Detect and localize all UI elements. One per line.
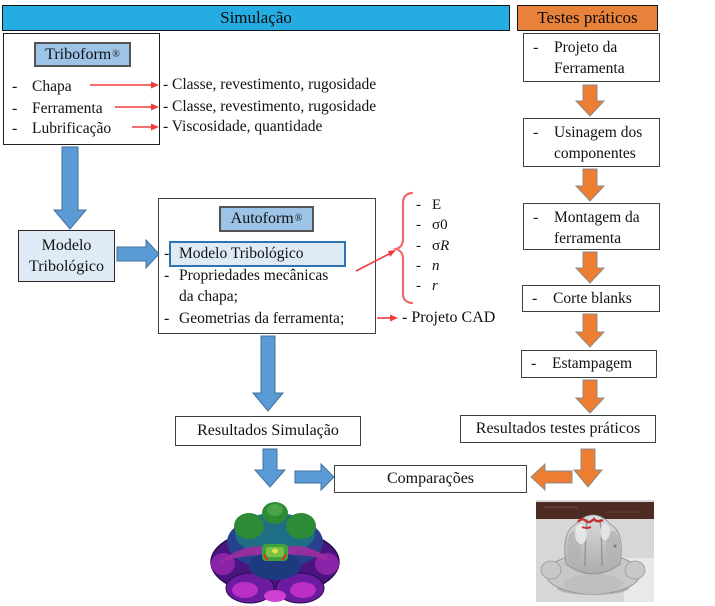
param-text: σ xyxy=(432,238,441,254)
triboform-title-box: Triboform® xyxy=(34,42,131,67)
step-line2: Ferramenta xyxy=(554,60,625,77)
step-line1: Estampagem xyxy=(552,355,633,372)
bullet-dash: - xyxy=(164,310,170,327)
step-usinagem-dos-componentes: - Usinagem dos componentes xyxy=(523,118,660,167)
bullet-dash: - xyxy=(533,39,539,56)
practical-tests-header-label: Testes práticos xyxy=(537,8,638,27)
bullet-dash: - xyxy=(533,209,539,226)
cad-note: - Projeto CAD xyxy=(402,309,496,326)
lubrificacao-detail: - Viscosidade, quantidade xyxy=(163,118,323,135)
bullet-dash: - xyxy=(416,258,421,274)
red-arrowhead-icon xyxy=(388,250,396,257)
step-line1: Projeto da xyxy=(554,39,618,56)
triboform-title: Triboform xyxy=(45,45,112,63)
practical-result-photo xyxy=(536,500,654,602)
autoform-box: Autoform® - Modelo Tribológico - Proprie… xyxy=(158,198,376,334)
registered-mark: ® xyxy=(112,48,120,60)
step-line2: ferramenta xyxy=(554,230,622,247)
bullet-dash: - xyxy=(164,267,170,284)
simulation-result-image xyxy=(210,502,340,604)
arrow-down-icon xyxy=(574,251,606,284)
step-corte-blanks: - Corte blanks xyxy=(522,285,660,312)
bullet-dash: - xyxy=(416,278,421,294)
bullet-dash: - xyxy=(531,355,537,372)
triboform-item-chapa: Chapa xyxy=(32,78,72,95)
modelo-line2: Tribológico xyxy=(29,258,104,275)
autoform-title-box: Autoform® xyxy=(219,206,314,232)
param-text: σ0 xyxy=(432,217,448,233)
arrow-down-icon xyxy=(52,146,88,230)
step-line1: Corte blanks xyxy=(553,290,632,307)
mechanical-properties-line2: da chapa; xyxy=(179,288,238,305)
param-text: E xyxy=(432,197,442,213)
registered-mark: ® xyxy=(294,213,303,224)
triboform-item-ferramenta: Ferramenta xyxy=(32,100,103,117)
simulation-header: Simulação xyxy=(2,5,510,31)
simulation-header-label: Simulação xyxy=(220,8,292,27)
step-projeto-da-ferramenta: - Projeto da Ferramenta xyxy=(523,33,660,82)
simulation-results-box: Resultados Simulação xyxy=(175,416,361,446)
bullet-dash: - xyxy=(416,217,421,233)
triboform-box: Triboform® - Chapa - Ferramenta - Lubrif… xyxy=(3,33,160,145)
bullet-dash: - xyxy=(416,197,421,213)
step-montagem-da-ferramenta: - Montagem da ferramenta xyxy=(523,203,660,250)
modelo-tribologico-box: Modelo Tribológico xyxy=(18,230,115,282)
arrow-down-icon xyxy=(251,335,285,412)
practical-results-box: Resultados testes práticos xyxy=(460,415,656,443)
arrow-down-icon xyxy=(574,379,606,414)
chapa-detail: - Classe, revestimento, rugosidade xyxy=(163,76,377,93)
step-estampagem: - Estampagem xyxy=(521,350,657,378)
mechanical-properties-line1: Propriedades mecânicas xyxy=(179,267,329,284)
arrow-down-icon xyxy=(574,168,606,202)
modelo-tribologico-inner-label: Modelo Tribológico xyxy=(179,245,304,262)
red-arrowhead-icon xyxy=(390,314,398,322)
param-sigmaR: -σR xyxy=(416,238,449,258)
triboform-item-lubrificacao: Lubrificação xyxy=(32,120,112,137)
arrow-down-icon xyxy=(253,448,287,488)
bullet-dash: - xyxy=(12,78,18,95)
arrow-left-icon xyxy=(530,462,573,492)
param-italic: R xyxy=(440,238,450,254)
step-line1: Montagem da xyxy=(554,209,640,226)
param-n: -n xyxy=(416,258,440,278)
param-italic: r xyxy=(432,278,438,294)
arrow-down-icon xyxy=(574,84,606,117)
arrow-down-icon xyxy=(572,448,604,488)
step-line2: componentes xyxy=(554,145,636,162)
bullet-dash: - xyxy=(12,100,18,117)
modelo-line1: Modelo xyxy=(41,237,92,254)
param-italic: n xyxy=(432,258,440,274)
bullet-dash: - xyxy=(533,124,539,141)
param-E: -E xyxy=(416,197,441,217)
ferramenta-detail: - Classe, revestimento, rugosidade xyxy=(163,98,377,115)
arrow-right-icon xyxy=(294,462,335,492)
step-line1: Usinagem dos xyxy=(554,124,643,141)
bullet-dash: - xyxy=(532,290,538,307)
param-r: -r xyxy=(416,278,438,298)
modelo-tribologico-inner-box: Modelo Tribológico xyxy=(169,241,346,267)
practical-tests-header: Testes práticos xyxy=(517,5,658,31)
param-sigma0: -σ0 xyxy=(416,217,448,237)
arrow-right-icon xyxy=(116,238,160,270)
bullet-dash: - xyxy=(164,245,170,262)
tool-geometry-item: Geometrias da ferramenta; xyxy=(179,310,345,327)
arrow-down-icon xyxy=(574,313,606,348)
bullet-dash: - xyxy=(12,120,18,137)
bullet-dash: - xyxy=(416,238,421,254)
comparisons-box: Comparações xyxy=(334,465,527,493)
curly-brace-icon xyxy=(392,191,414,305)
autoform-title: Autoform xyxy=(230,210,294,227)
